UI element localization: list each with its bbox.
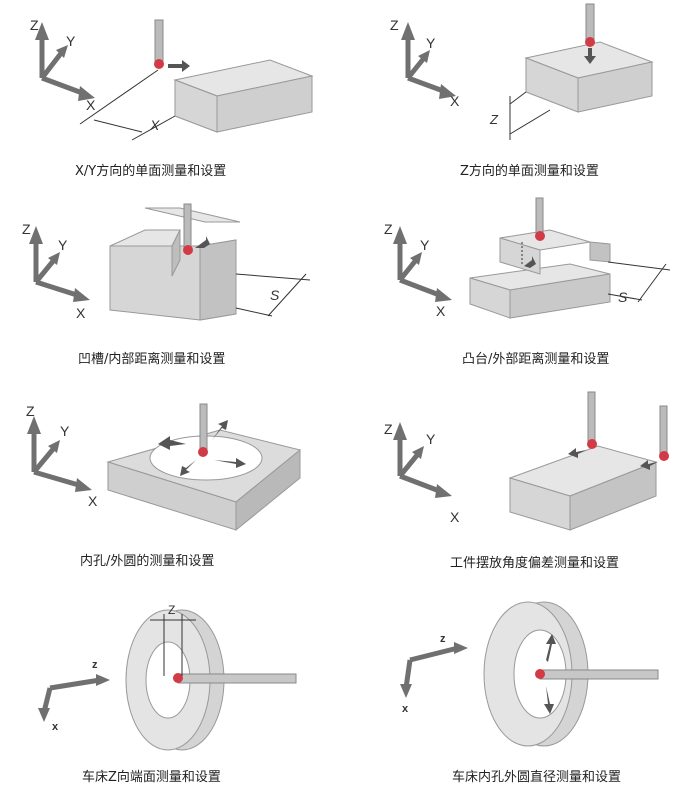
axis-triad-icon: z x xyxy=(400,633,468,715)
caption-bore-boss: 内孔/外圆的测量和设置 xyxy=(80,554,215,569)
z-dimension xyxy=(509,91,551,140)
svg-text:Y: Y xyxy=(66,33,76,49)
s-dimension xyxy=(235,273,311,317)
svg-text:Z: Z xyxy=(384,421,393,437)
panel-angle-deviation: Z Y X 工件摆放角度偏差测量和设置 xyxy=(350,380,700,580)
bore-boss-diagram: Z Y X xyxy=(26,403,302,532)
svg-text:X: X xyxy=(88,493,98,509)
probe xyxy=(584,3,596,64)
svg-text:z: z xyxy=(440,633,446,645)
rectangular-block xyxy=(173,59,314,133)
z-dimension xyxy=(150,614,196,676)
stepped-block xyxy=(469,229,611,319)
svg-text:Y: Y xyxy=(420,237,430,253)
probe xyxy=(521,197,545,268)
axis-triad-icon: Z Y X xyxy=(384,421,460,525)
grooved-block xyxy=(109,207,241,321)
probe xyxy=(183,203,210,255)
s-dimension xyxy=(607,261,671,303)
probe-pair xyxy=(568,391,669,470)
svg-text:x: x xyxy=(52,721,59,733)
svg-text:X: X xyxy=(149,117,160,133)
panel-lathe-z-face: z x Z 车床Z向端面测量和设置 xyxy=(0,580,350,788)
rectangular-block xyxy=(508,445,658,531)
panel-z-single-face: Z Y X Z Z方向的单面测量和设置 xyxy=(350,0,700,190)
caption-xy-single-face: X/Y方向的单面测量和设置 xyxy=(75,164,227,179)
svg-text:Z: Z xyxy=(26,403,35,419)
axis-triad-icon: Z Y X xyxy=(390,17,460,109)
axis-triad-icon: Z Y X xyxy=(22,221,90,321)
svg-text:z: z xyxy=(92,659,98,671)
panel-boss-outside: Z Y X S 凸台/外部距离测量和设置 xyxy=(350,190,700,380)
rectangular-block xyxy=(524,41,654,113)
xy-single-face-diagram: Z Y X X xyxy=(30,17,314,141)
z-single-face-diagram: Z Y X Z xyxy=(390,3,654,140)
probe xyxy=(535,634,659,714)
probe xyxy=(158,403,246,476)
x-dimension xyxy=(79,69,176,141)
lathe-diameter-diagram: z x xyxy=(400,601,659,747)
axis-triad-icon: z x xyxy=(38,659,110,733)
caption-groove-inside: 凹槽/内部距离测量和设置 xyxy=(78,352,226,367)
svg-text:x: x xyxy=(402,703,409,715)
caption-boss-outside: 凸台/外部距离测量和设置 xyxy=(462,352,610,367)
plate-with-hole xyxy=(106,429,302,532)
axis-triad-icon: Z Y X xyxy=(26,403,98,509)
svg-text:Z: Z xyxy=(489,112,499,127)
svg-text:X: X xyxy=(76,305,86,321)
axis-triad-icon: Z Y X xyxy=(30,17,96,113)
svg-text:X: X xyxy=(86,97,96,113)
svg-text:Z: Z xyxy=(390,17,399,33)
axis-triad-icon: Z Y X xyxy=(384,221,452,319)
caption-lathe-diameter: 车床内孔外圆直径测量和设置 xyxy=(452,770,622,785)
svg-text:X: X xyxy=(450,93,460,109)
probe xyxy=(154,19,190,72)
svg-text:Z: Z xyxy=(22,221,31,237)
angle-deviation-diagram: Z Y X xyxy=(384,391,669,531)
svg-text:Y: Y xyxy=(426,431,436,447)
panel-lathe-diameter: z x 车床内孔外圆直径测量和设置 xyxy=(350,580,700,788)
svg-text:X: X xyxy=(450,509,460,525)
svg-text:Z: Z xyxy=(168,603,175,617)
svg-text:S: S xyxy=(618,289,628,305)
svg-text:Y: Y xyxy=(60,423,70,439)
caption-z-single-face: Z方向的单面测量和设置 xyxy=(460,164,599,179)
svg-text:Y: Y xyxy=(426,35,436,51)
panel-xy-single-face: Z Y X X X/Y方向的单面测量和设置 xyxy=(0,0,350,190)
svg-text:Y: Y xyxy=(58,237,68,253)
svg-text:X: X xyxy=(436,303,446,319)
svg-text:S: S xyxy=(270,287,280,303)
svg-text:Z: Z xyxy=(384,221,393,237)
boss-outside-diagram: Z Y X S xyxy=(384,197,671,319)
lathe-z-face-diagram: z x Z xyxy=(38,603,297,751)
groove-inside-diagram: Z Y X S xyxy=(22,203,311,321)
panel-groove-inside: Z Y X S 凹槽/内部距离测量和设置 xyxy=(0,190,350,380)
probe xyxy=(173,673,297,684)
svg-text:Z: Z xyxy=(30,17,39,33)
caption-lathe-z-face: 车床Z向端面测量和设置 xyxy=(82,770,221,785)
panel-bore-boss: Z Y X 内孔/外圆的测量和设置 xyxy=(0,380,350,580)
caption-angle-deviation: 工件摆放角度偏差测量和设置 xyxy=(450,556,620,571)
